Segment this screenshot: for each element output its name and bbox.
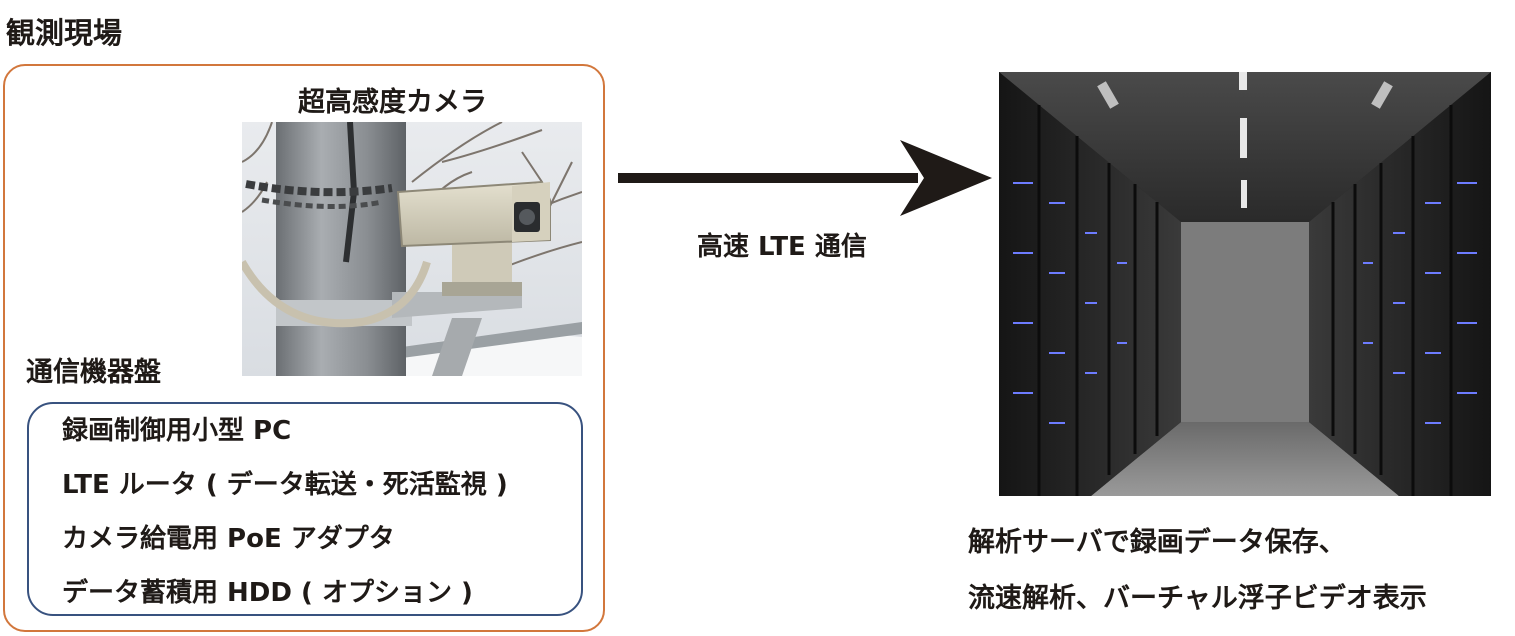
lte-link-label: 高速 LTE 通信 bbox=[697, 232, 867, 262]
camera-label: 超高感度カメラ bbox=[298, 87, 487, 118]
equipment-item: データ蓄積用 HDD ( オプション ) bbox=[62, 578, 473, 608]
site-title: 観測現場 bbox=[6, 16, 123, 50]
equipment-item: カメラ給電用 PoE アダプタ bbox=[62, 524, 395, 554]
equipment-item: LTE ルータ ( データ転送・死活監視 ) bbox=[62, 470, 508, 500]
server-caption-line: 流速解析、バーチャル浮子ビデオ表示 bbox=[968, 583, 1427, 614]
equipment-panel-label: 通信機器盤 bbox=[26, 357, 161, 388]
equipment-item: 録画制御用小型 PC bbox=[62, 416, 292, 446]
server-room-photo bbox=[999, 72, 1491, 496]
arrow-right-icon bbox=[618, 140, 992, 216]
camera-photo bbox=[242, 122, 582, 376]
server-caption-line: 解析サーバで録画データ保存、 bbox=[968, 527, 1346, 558]
observation-site-box bbox=[3, 64, 605, 632]
equipment-list-box bbox=[27, 402, 583, 616]
